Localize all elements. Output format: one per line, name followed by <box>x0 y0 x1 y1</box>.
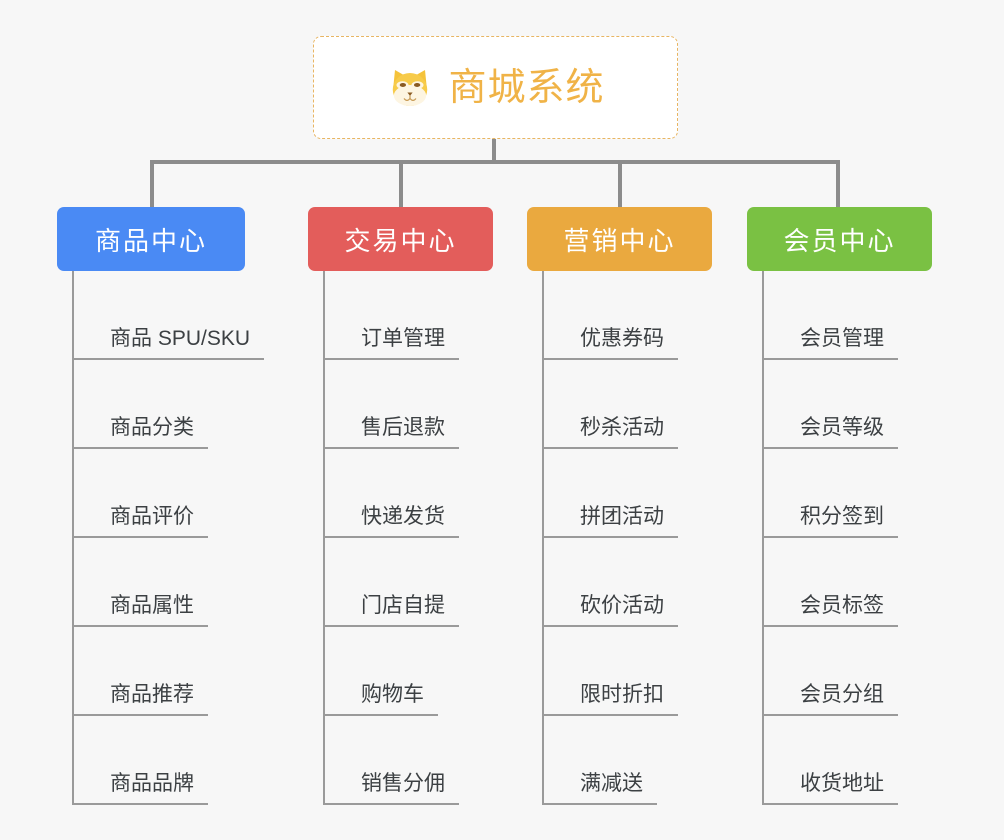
leaf-label: 拼团活动 <box>544 506 678 538</box>
list-item[interactable]: 订单管理 <box>325 271 528 360</box>
list-item[interactable]: 满减送 <box>544 716 747 805</box>
root-title: 商城系统 <box>448 66 605 109</box>
category-node-trade[interactable]: 交易中心 <box>308 207 493 271</box>
list-item[interactable]: 商品推荐 <box>74 627 277 716</box>
list-item[interactable]: 拼团活动 <box>544 449 747 538</box>
leaf-label: 会员等级 <box>764 417 898 449</box>
leaf-list-product: 商品 SPU/SKU 商品分类 商品评价 商品属性 商品推荐 商品品牌 <box>72 271 277 805</box>
leaf-label: 订单管理 <box>325 328 459 360</box>
list-item[interactable]: 销售分佣 <box>325 716 528 805</box>
branch-column-marketing: 营销中心 优惠券码 秒杀活动 拼团活动 砍价活动 限时折扣 满减送 <box>527 207 747 805</box>
connector-bus <box>150 160 840 164</box>
connector-drop-3 <box>618 160 622 208</box>
list-item[interactable]: 会员等级 <box>764 360 967 449</box>
category-label: 商品中心 <box>94 225 207 256</box>
root-node[interactable]: 商城系统 <box>313 36 678 139</box>
list-item[interactable]: 限时折扣 <box>544 627 747 716</box>
leaf-list-member: 会员管理 会员等级 积分签到 会员标签 会员分组 收货地址 <box>762 271 967 805</box>
list-item[interactable]: 快递发货 <box>325 449 528 538</box>
leaf-label: 收货地址 <box>764 773 898 805</box>
leaf-label: 商品属性 <box>74 595 208 627</box>
leaf-label: 优惠券码 <box>544 328 678 360</box>
branch-column-member: 会员中心 会员管理 会员等级 积分签到 会员标签 会员分组 收货地址 <box>747 207 967 805</box>
list-item[interactable]: 会员标签 <box>764 538 967 627</box>
category-label: 营销中心 <box>563 225 676 256</box>
leaf-label: 商品评价 <box>74 506 208 538</box>
leaf-label: 商品分类 <box>74 417 208 449</box>
leaf-label: 会员管理 <box>764 328 898 360</box>
list-item[interactable]: 商品分类 <box>74 360 277 449</box>
list-item[interactable]: 商品属性 <box>74 538 277 627</box>
list-item[interactable]: 门店自提 <box>325 538 528 627</box>
list-item[interactable]: 商品 SPU/SKU <box>74 271 277 360</box>
leaf-label: 满减送 <box>544 773 657 805</box>
leaf-label: 商品 SPU/SKU <box>74 328 265 360</box>
list-item[interactable]: 砍价活动 <box>544 538 747 627</box>
list-item[interactable]: 购物车 <box>325 627 528 716</box>
connector-root-stem <box>492 139 496 162</box>
list-item[interactable]: 商品评价 <box>74 449 277 538</box>
leaf-label: 砍价活动 <box>544 595 678 627</box>
leaf-label: 门店自提 <box>325 595 459 627</box>
list-item[interactable]: 售后退款 <box>325 360 528 449</box>
leaf-label: 商品推荐 <box>74 684 208 716</box>
leaf-label: 会员分组 <box>764 684 898 716</box>
leaf-label: 会员标签 <box>764 595 898 627</box>
branch-column-product: 商品中心 商品 SPU/SKU 商品分类 商品评价 商品属性 商品推荐 商品品牌 <box>57 207 277 805</box>
leaf-label: 快递发货 <box>325 506 459 538</box>
list-item[interactable]: 积分签到 <box>764 449 967 538</box>
list-item[interactable]: 优惠券码 <box>544 271 747 360</box>
leaf-label: 秒杀活动 <box>544 417 678 449</box>
leaf-list-marketing: 优惠券码 秒杀活动 拼团活动 砍价活动 限时折扣 满减送 <box>542 271 747 805</box>
connector-drop-4 <box>836 160 840 208</box>
list-item[interactable]: 收货地址 <box>764 716 967 805</box>
leaf-label: 售后退款 <box>325 417 459 449</box>
category-node-marketing[interactable]: 营销中心 <box>527 207 712 271</box>
category-node-member[interactable]: 会员中心 <box>747 207 932 271</box>
branch-column-trade: 交易中心 订单管理 售后退款 快递发货 门店自提 购物车 销售分佣 <box>308 207 528 805</box>
connector-drop-2 <box>399 160 403 208</box>
shiba-dog-icon <box>386 64 434 112</box>
list-item[interactable]: 秒杀活动 <box>544 360 747 449</box>
list-item[interactable]: 会员分组 <box>764 627 967 716</box>
category-node-product[interactable]: 商品中心 <box>57 207 245 271</box>
list-item[interactable]: 商品品牌 <box>74 716 277 805</box>
leaf-label: 商品品牌 <box>74 773 208 805</box>
category-label: 交易中心 <box>344 225 457 256</box>
category-label: 会员中心 <box>783 225 896 256</box>
leaf-label: 积分签到 <box>764 506 898 538</box>
leaf-label: 限时折扣 <box>544 684 678 716</box>
connector-drop-1 <box>150 160 154 208</box>
list-item[interactable]: 会员管理 <box>764 271 967 360</box>
leaf-label: 销售分佣 <box>325 773 459 805</box>
leaf-label: 购物车 <box>325 684 438 716</box>
leaf-list-trade: 订单管理 售后退款 快递发货 门店自提 购物车 销售分佣 <box>323 271 528 805</box>
